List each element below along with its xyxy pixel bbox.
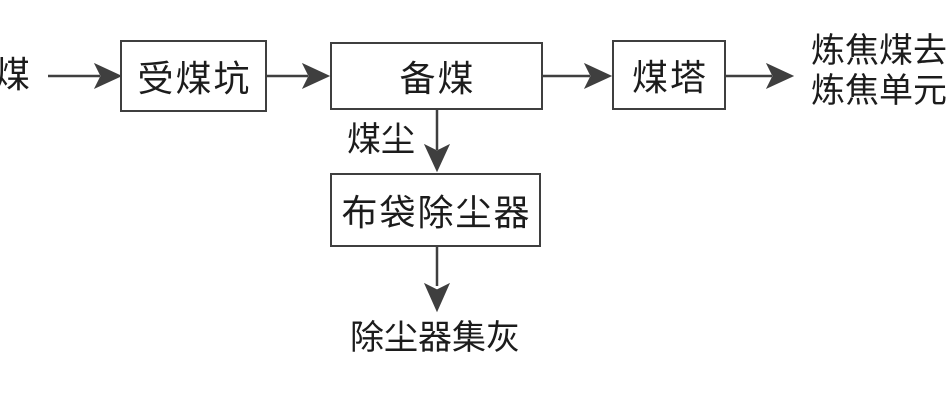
- label-coking-coal-output: 炼焦煤去 炼焦单元: [811, 31, 946, 111]
- label-coking-coal-output-line2: 炼焦单元: [811, 71, 946, 111]
- node-coal-preparation-label: 备煤: [399, 59, 476, 100]
- node-coal-tower: 煤塔: [612, 40, 726, 110]
- node-coal-tower-label: 煤塔: [631, 58, 708, 99]
- label-dust-collector-ash: 除尘器集灰: [350, 318, 520, 358]
- node-coal-receiving-pit-label: 受煤坑: [137, 59, 252, 100]
- arrow-coal-to-pit: [48, 62, 123, 90]
- label-coking-coal-output-line1: 炼焦煤去: [811, 31, 946, 71]
- arrow-preparation-to-filter: [423, 110, 451, 173]
- arrow-preparation-to-tower: [543, 62, 613, 90]
- node-coal-preparation: 备煤: [330, 42, 543, 110]
- node-bag-dust-collector: 布袋除尘器: [330, 173, 541, 247]
- node-coal-receiving-pit: 受煤坑: [120, 40, 267, 112]
- label-coal-source: 煤: [0, 55, 31, 96]
- node-bag-dust-collector-label: 布袋除尘器: [341, 193, 532, 234]
- arrow-pit-to-preparation: [267, 62, 331, 90]
- arrow-tower-to-output: [726, 62, 795, 90]
- arrow-filter-to-ash: [423, 247, 451, 313]
- label-coal-dust: 煤尘: [347, 120, 415, 160]
